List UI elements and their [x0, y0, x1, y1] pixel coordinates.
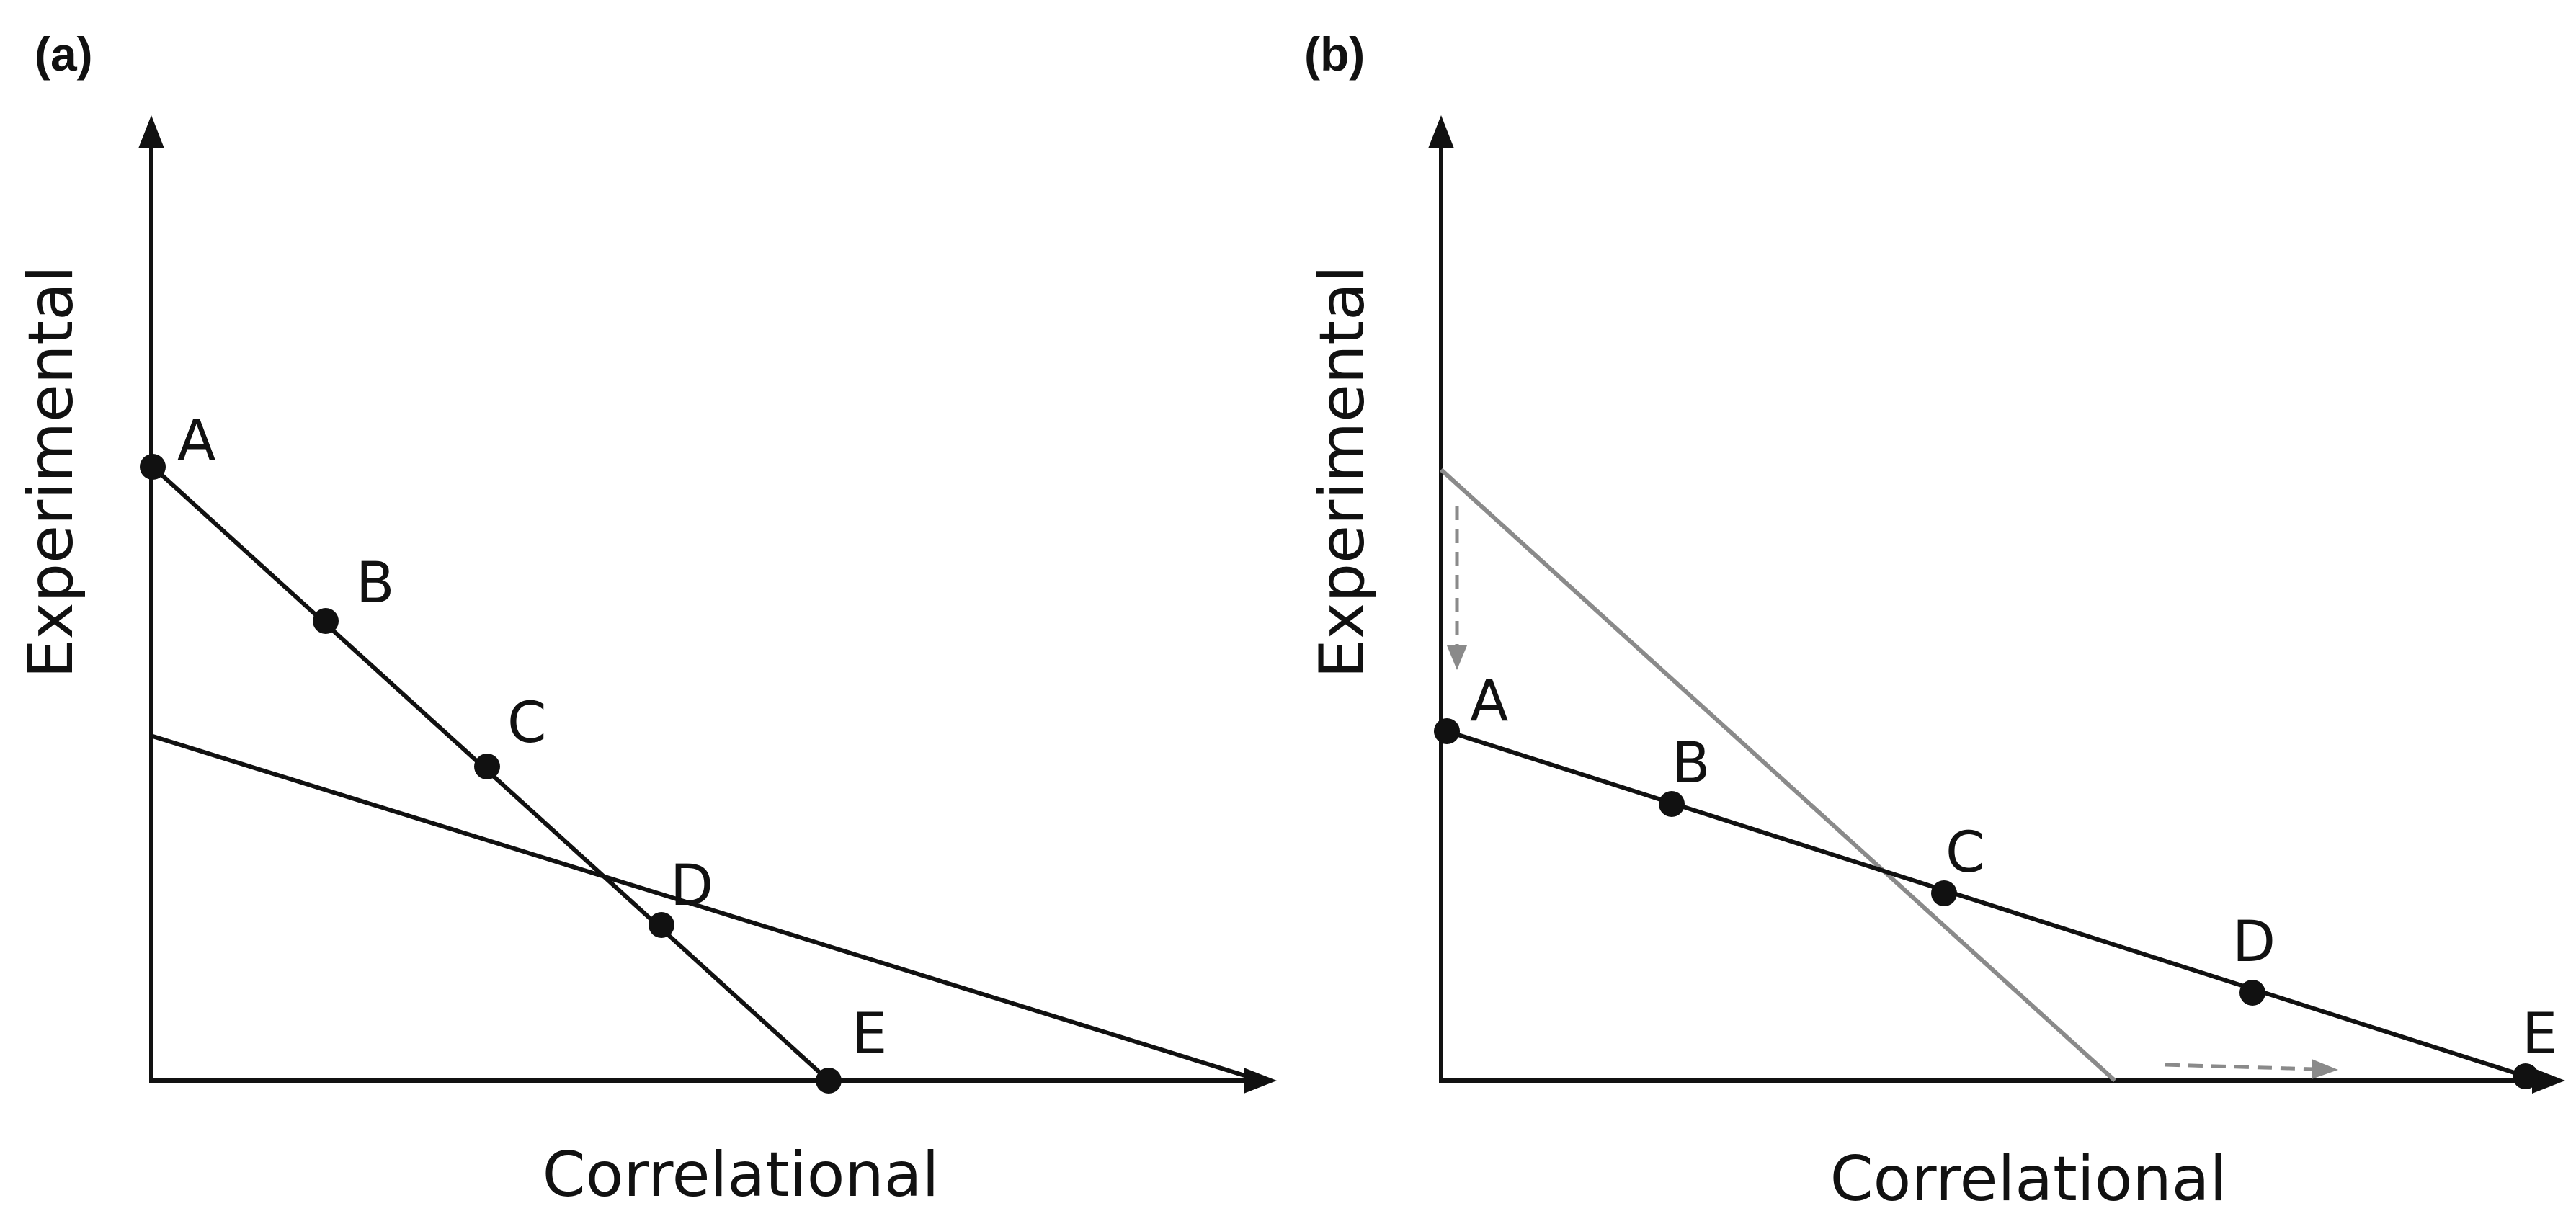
panel-b-shift-arrows: [1447, 506, 2338, 1079]
panel-b-point-a: [1434, 718, 1460, 744]
panel-a-shallow-frontier: [152, 734, 1262, 1083]
panel-a-y-axis-label: Experimental: [15, 265, 87, 679]
panel-a-point-b: [313, 608, 339, 634]
panel-b-label: (b): [1304, 27, 1365, 81]
panel-a-x-axis-label: Correlational: [543, 1139, 940, 1211]
panel-a-label-c: C: [507, 691, 546, 756]
panel-a-label-d: D: [670, 854, 713, 919]
panel-b-label-e: E: [2522, 1002, 2557, 1067]
panel-b-previous-frontier: [1439, 468, 2117, 1083]
rightward-shift-arrowhead: [2312, 1059, 2338, 1079]
panel-a-point-labels: A B C D E: [177, 408, 887, 1067]
panel-b-label-d: D: [2232, 910, 2276, 975]
panel-b-point-b: [1659, 791, 1685, 817]
panel-b-y-axis-label: Experimental: [1306, 265, 1378, 679]
panel-b-point-d: [2239, 980, 2265, 1006]
panel-a-point-c: [474, 754, 500, 779]
panel-a-label-b: B: [356, 551, 395, 616]
panel-b-new-frontier: [1446, 729, 2526, 1078]
panel-a-points: [140, 454, 842, 1094]
panel-b-y-arrowhead: [1428, 115, 1454, 148]
panel-b-point-c: [1931, 880, 1957, 906]
panel-b-x-axis-label: Correlational: [1830, 1143, 2227, 1215]
rightward-shift-arrow: [2165, 1063, 2315, 1071]
panel-b-point-labels: A B C D E: [1470, 669, 2557, 1067]
panel-a-label-e: E: [852, 1002, 887, 1067]
panel-b-label-b: B: [1672, 731, 1711, 796]
panel-a: (a) A B C D E Correlational E: [15, 27, 1277, 1211]
panel-b-label-c: C: [1946, 821, 1984, 885]
panel-b-axes: [1428, 115, 2565, 1094]
panel-a-point-d: [649, 912, 674, 938]
panel-a-label: (a): [35, 27, 93, 81]
panel-b: (b) A B C: [1304, 27, 2565, 1215]
panel-a-axes: [138, 115, 1277, 1094]
panel-b-x-arrowhead: [2532, 1068, 2565, 1094]
panel-a-point-a: [140, 454, 166, 480]
panel-a-y-arrowhead: [138, 115, 164, 148]
panel-b-points: [1434, 718, 2539, 1089]
panel-a-label-a: A: [177, 408, 215, 473]
panel-b-point-e: [2513, 1063, 2539, 1089]
downward-shift-arrowhead: [1447, 645, 1467, 670]
panel-b-label-a: A: [1470, 669, 1508, 734]
panel-a-point-e: [816, 1068, 842, 1094]
